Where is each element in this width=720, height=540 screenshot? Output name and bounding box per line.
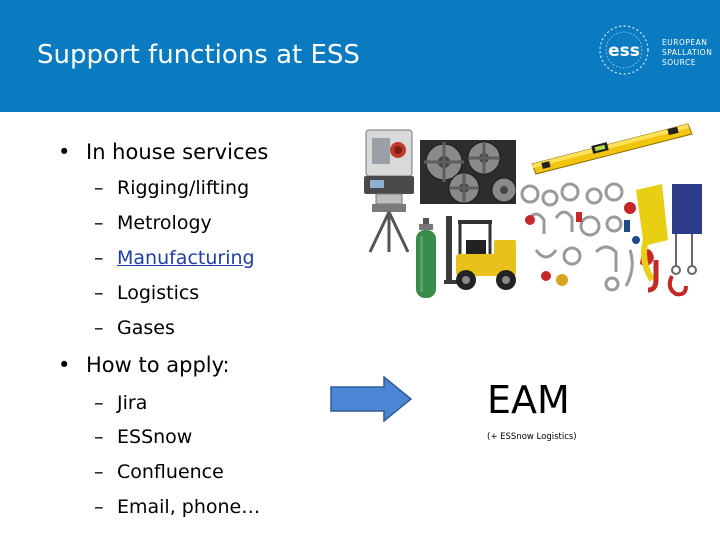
ess-logo: ess EUROPEAN SPALLATION SOURCE: [596, 22, 712, 78]
sub-item-link[interactable]: –Manufacturing: [94, 247, 255, 269]
logo-line-1: EUROPEAN: [662, 38, 708, 47]
gears-icon: [420, 140, 516, 204]
sub-item: –Jira: [94, 392, 148, 414]
sub-item: –ESSnow: [94, 426, 193, 448]
rigging-hardware-icon: [520, 182, 702, 297]
header-bar: Support functions at ESS ess EUROPEAN SP…: [0, 0, 720, 112]
logo-line-2: SPALLATION: [662, 48, 713, 57]
manufacturing-link[interactable]: Manufacturing: [117, 247, 255, 269]
theodolite-icon: [364, 129, 414, 253]
right-arrow-icon: [330, 376, 412, 422]
sub-item: –Logistics: [94, 282, 200, 304]
sub-item: –Metrology: [94, 212, 212, 234]
spirit-level-icon: [531, 123, 693, 175]
forklift-icon: [444, 216, 516, 290]
logo-text: EUROPEAN SPALLATION SOURCE: [662, 38, 712, 68]
bullet-in-house-services: •In house services: [58, 140, 269, 164]
logo-line-3: SOURCE: [662, 58, 696, 67]
sub-item: –Gases: [94, 317, 175, 339]
sub-item: –Rigging/lifting: [94, 177, 250, 199]
gas-cylinder-icon: [416, 218, 436, 298]
slide-title: Support functions at ESS: [37, 40, 360, 70]
eam-sublabel: (+ ESSnow Logistics): [487, 432, 577, 442]
sub-item: –Confluence: [94, 461, 224, 483]
sub-item: –Email, phone…: [94, 496, 261, 518]
ess-logo-mark-icon: ess: [599, 25, 649, 75]
section-heading: How to apply:: [86, 353, 230, 377]
bullet-how-to-apply: •How to apply:: [58, 353, 230, 377]
logo-mark-text: ess: [608, 41, 640, 61]
section-heading: In house services: [86, 140, 269, 164]
eam-label: EAM: [487, 378, 570, 422]
